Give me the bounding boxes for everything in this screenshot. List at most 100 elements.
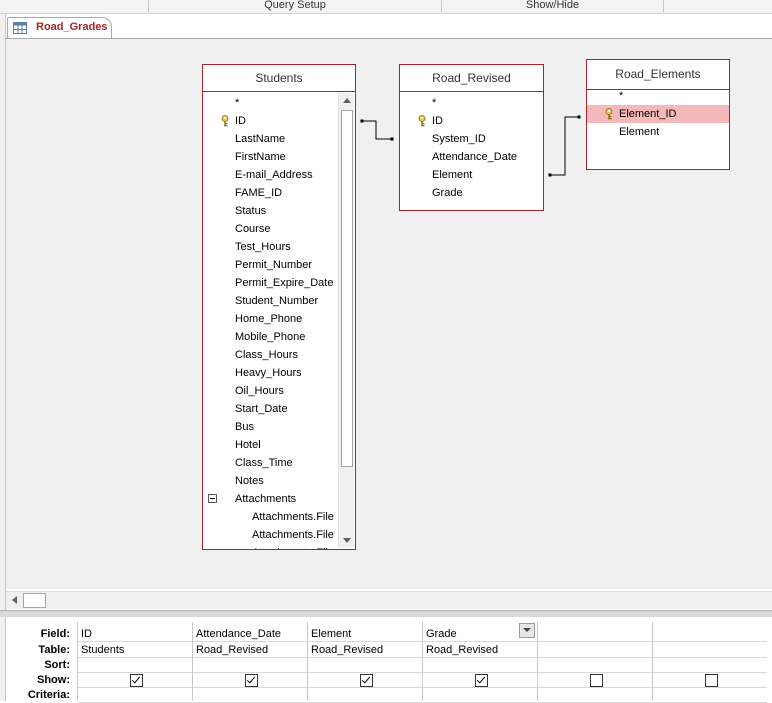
field-dropdown-button[interactable] (519, 623, 535, 638)
field-item[interactable]: * (203, 94, 338, 112)
scroll-down-button[interactable] (339, 533, 354, 548)
grid-row-label: Sort: (44, 659, 70, 671)
field-list-title[interactable]: Road_Elements (587, 60, 729, 90)
tab-road-grades[interactable]: Road_Grades (7, 17, 112, 39)
field-name: Mobile_Phone (235, 331, 306, 343)
show-checkbox[interactable] (705, 674, 718, 687)
grid-cell-sort[interactable] (193, 658, 307, 673)
field-item[interactable]: ID (400, 112, 543, 130)
show-checkbox[interactable] (590, 674, 603, 687)
field-item[interactable]: Test_Hours (203, 238, 338, 256)
field-item[interactable]: Element (587, 123, 729, 141)
arrow-up-icon (343, 98, 351, 103)
grid-left-edge (0, 617, 6, 701)
field-name: Attachments (235, 493, 297, 505)
field-item[interactable]: Notes (203, 472, 338, 490)
field-list-title[interactable]: Road_Revised (400, 65, 543, 92)
grid-cell-field[interactable]: Element (308, 627, 422, 642)
field-item[interactable]: Attachments.File (203, 508, 338, 526)
ribbon-group-labels: Query Setup Show/Hide (0, 0, 772, 14)
field-item[interactable]: Hotel (203, 436, 338, 454)
field-item[interactable]: Class_Time (203, 454, 338, 472)
grid-cell-table[interactable]: Students (78, 643, 192, 658)
field-name: Element (432, 169, 473, 181)
grid-row-label: Field: (40, 628, 70, 640)
grid-cell-field[interactable]: ID (78, 627, 192, 642)
grid-column[interactable] (652, 622, 767, 703)
grid-cell-sort[interactable] (653, 658, 767, 673)
field-item[interactable]: System_ID (400, 130, 543, 148)
field-item[interactable]: Course (203, 220, 338, 238)
show-checkbox[interactable] (360, 674, 373, 687)
field-item[interactable]: Bus (203, 418, 338, 436)
grid-cell-field[interactable] (653, 627, 767, 642)
grid-cell-table[interactable]: Road_Revised (193, 643, 307, 658)
grid-cell-table[interactable]: Road_Revised (423, 643, 537, 658)
grid-cell-field[interactable]: Attendance_Date (193, 627, 307, 642)
grid-cell-sort[interactable] (308, 658, 422, 673)
field-item[interactable]: Student_Number (203, 292, 338, 310)
field-item[interactable]: Home_Phone (203, 310, 338, 328)
field-item[interactable]: FAME_ID (203, 184, 338, 202)
grid-cell-field[interactable]: Grade (423, 627, 537, 642)
grid-cell-table[interactable] (538, 643, 652, 658)
field-item[interactable]: Permit_Expire_Date (203, 274, 338, 292)
field-item[interactable]: Attendance_Date (400, 148, 543, 166)
tab-underline (5, 38, 772, 39)
field-item[interactable]: Class_Hours (203, 346, 338, 364)
scroll-up-button[interactable] (339, 93, 354, 108)
field-item[interactable]: Element_ID (587, 105, 729, 123)
collapse-icon[interactable] (208, 494, 217, 503)
field-item[interactable]: * (400, 94, 543, 112)
show-checkbox[interactable] (130, 674, 143, 687)
grid-column[interactable] (537, 622, 652, 703)
field-item[interactable]: Grade (400, 184, 543, 202)
navigation-pane-edge[interactable] (0, 14, 6, 618)
grid-cell-field[interactable] (538, 627, 652, 642)
grid-cell-sort[interactable] (538, 658, 652, 673)
primary-key-icon (418, 115, 426, 127)
field-item[interactable]: Element (400, 166, 543, 184)
grid-cell-table[interactable]: Road_Revised (308, 643, 422, 658)
vertical-scrollbar[interactable] (338, 93, 354, 548)
scroll-left-button[interactable] (8, 593, 21, 607)
field-name: Attachments.File (252, 544, 334, 549)
field-item[interactable]: Heavy_Hours (203, 364, 338, 382)
field-name: Attachments.File (252, 511, 334, 523)
field-item[interactable]: E-mail_Address (203, 166, 338, 184)
field-item[interactable]: Attachments.File (203, 544, 338, 549)
scroll-thumb[interactable] (341, 110, 353, 467)
field-name: FAME_ID (235, 187, 283, 199)
field-item[interactable]: Mobile_Phone (203, 328, 338, 346)
grid-cell-sort[interactable] (423, 658, 537, 673)
field-item[interactable]: Status (203, 202, 338, 220)
field-item[interactable]: FirstName (203, 148, 338, 166)
horizontal-scrollbar[interactable] (6, 591, 772, 609)
field-item[interactable]: ID (203, 112, 338, 130)
grid-cell-show (78, 673, 192, 688)
scroll-thumb[interactable] (23, 593, 46, 608)
show-checkbox[interactable] (245, 674, 258, 687)
grid-cell-sort[interactable] (78, 658, 192, 673)
field-item[interactable]: Start_Date (203, 400, 338, 418)
field-item[interactable]: Attachments.File (203, 526, 338, 544)
field-name: Student_Number (235, 295, 319, 307)
grid-cell-table[interactable] (653, 643, 767, 658)
query-design-icon (13, 22, 27, 34)
field-list-title[interactable]: Students (203, 65, 355, 92)
show-checkbox[interactable] (475, 674, 488, 687)
field-item[interactable]: * (587, 90, 729, 105)
field-item[interactable]: Oil_Hours (203, 382, 338, 400)
field-item[interactable]: Attachments (203, 490, 338, 508)
field-item[interactable]: LastName (203, 130, 338, 148)
field-item[interactable]: Permit_Number (203, 256, 338, 274)
